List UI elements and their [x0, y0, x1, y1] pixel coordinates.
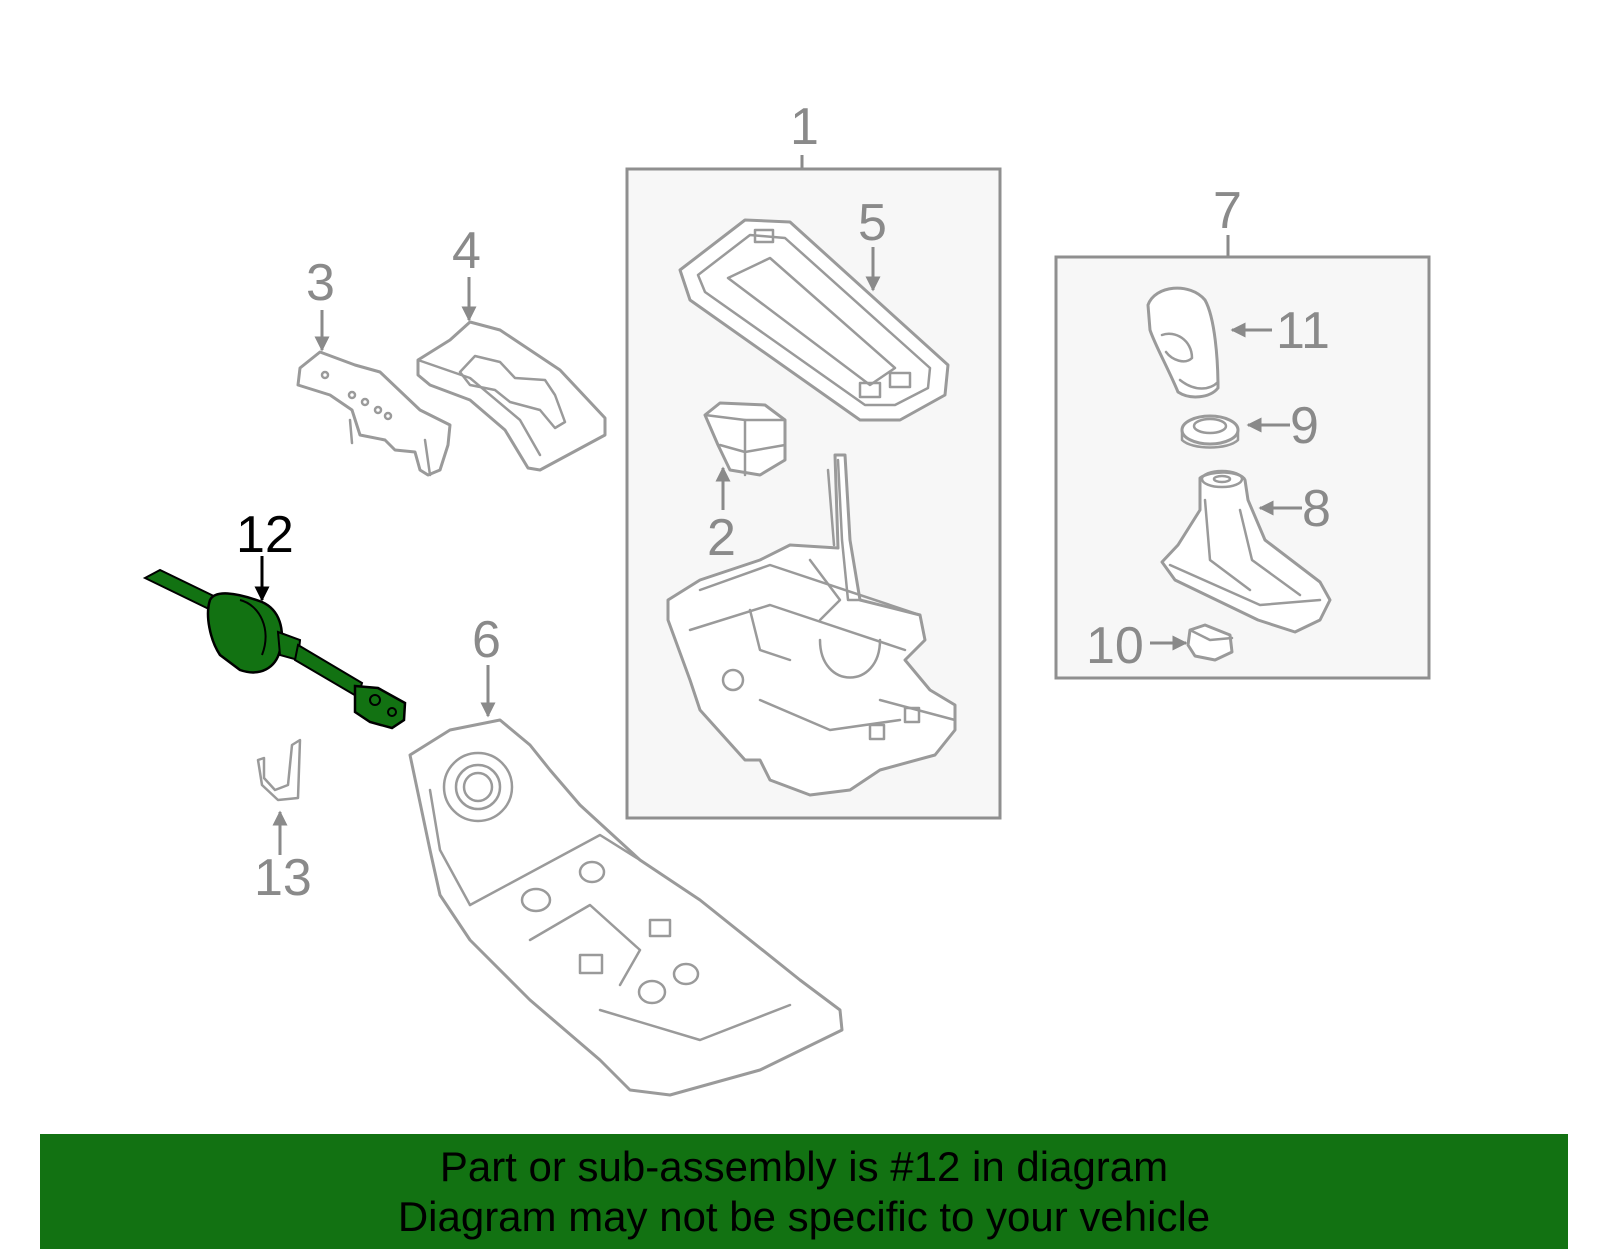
part-3-bracket[interactable] — [296, 350, 452, 477]
callout-7: 7 — [1213, 182, 1242, 240]
callout-12: 12 — [236, 506, 294, 564]
assembly-7-box — [1054, 255, 1431, 680]
callout-9: 9 — [1290, 397, 1319, 455]
callout-4: 4 — [452, 222, 481, 280]
part-9-ring[interactable] — [1180, 414, 1240, 449]
callout-11: 11 — [1276, 302, 1330, 360]
info-banner: Part or sub-assembly is #12 in diagram D… — [40, 1134, 1568, 1249]
callout-6: 6 — [472, 611, 501, 669]
banner-line-1: Part or sub-assembly is #12 in diagram — [439, 1142, 1169, 1190]
part-5-indicator-bezel[interactable] — [678, 218, 950, 422]
callout-8: 8 — [1302, 480, 1331, 538]
callout-5: 5 — [858, 194, 887, 252]
part-8-shift-boot[interactable] — [1160, 469, 1332, 634]
part-1-shifter-mechanism[interactable] — [666, 453, 957, 797]
callout-10: 10 — [1086, 617, 1144, 675]
callout-labels: 1 2 3 4 5 6 7 8 9 10 11 12 13 — [236, 98, 1331, 907]
part-6-console-base[interactable] — [408, 718, 844, 1097]
part-11-shift-knob[interactable] — [1146, 286, 1220, 399]
part-13-clip[interactable] — [256, 738, 302, 802]
callout-3: 3 — [306, 254, 335, 312]
callout-1: 1 — [790, 98, 819, 156]
banner-line-2: Diagram may not be specific to your vehi… — [397, 1192, 1211, 1240]
parts-diagram: 1 2 3 4 5 6 7 8 9 10 11 12 13 — [142, 98, 1431, 1097]
callout-13: 13 — [254, 849, 312, 907]
part-10-cap[interactable] — [1186, 623, 1234, 662]
part-12-shift-cable[interactable] — [142, 568, 407, 730]
part-2-switch[interactable] — [703, 401, 787, 477]
leader-lines — [254, 247, 1302, 855]
callout-2: 2 — [707, 509, 736, 567]
part-4-gate-cover[interactable] — [416, 320, 607, 472]
